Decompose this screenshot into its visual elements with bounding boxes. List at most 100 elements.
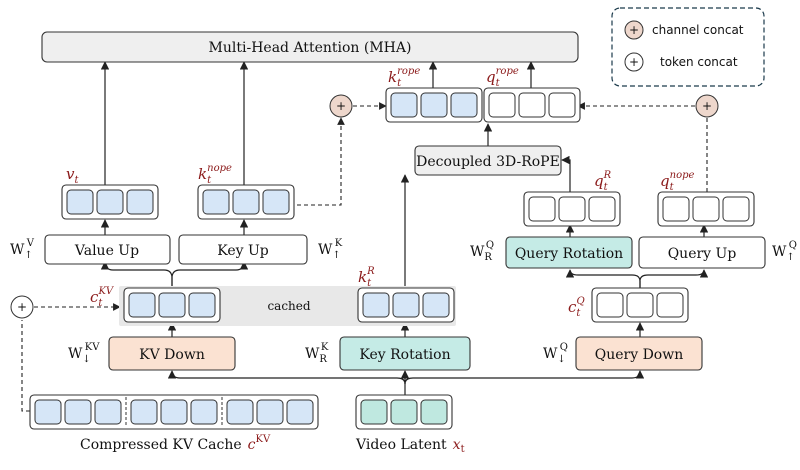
vector-cell [126,189,154,215]
svg-text:W↓Q: W↓Q [543,342,568,365]
key-up-box: Key Up [178,234,308,265]
svg-text:W↑K: W↑K [318,238,343,261]
vector-cell [488,92,516,118]
vector-cell [588,196,616,222]
vector-cell [390,399,418,425]
token-concat-icon-main [10,295,34,319]
key-up-label: Key Up [217,243,269,259]
svg-text:W↑V: W↑V [10,238,35,261]
vector-cell [362,292,390,318]
vector-cell [548,92,576,118]
plus-icon: + [17,300,27,314]
symbol-q-rope: qtrope [486,66,519,89]
fan-left [167,370,406,385]
kv-down-box: KV Down [108,336,236,371]
vector-cell [34,399,62,425]
vector-cell [596,292,624,318]
vector-cell [390,92,418,118]
dash-knope-to-concat [290,117,345,206]
vector-cell [420,92,448,118]
symbol-q-nope: qtnope [660,170,695,193]
symbol-v: vt [66,165,79,186]
channel-concat-left-icon [329,94,353,118]
symbol-k-r: ktR [358,266,375,289]
vector-cell [226,399,254,425]
c-kv-vector [123,287,221,323]
svg-text:W↓KV: W↓KV [68,342,100,365]
query-up-label: Query Up [668,246,737,262]
legend-channel-concat: channel concat [652,23,744,37]
vector-cell [420,399,448,425]
vector-cell [66,189,94,215]
v-vector [61,184,159,220]
arrow-ckv-to-valueup [100,261,173,288]
svg-text:W↑Q: W↑Q [772,240,797,263]
connections [100,61,709,395]
q-r-vector [523,191,621,227]
vector-cell [256,399,284,425]
vector-cell [528,196,556,222]
key-rotation-box: Key Rotation [339,336,471,371]
query-up-box: Query Up [638,236,766,269]
mha-label: Multi-Head Attention (MHA) [209,40,412,56]
svg-text:WRQ: WRQ [470,240,494,263]
q-nope-vector [657,191,755,227]
symbol-c-q: ctQ [568,296,585,319]
k-r-vector [357,287,455,323]
vector-cell [656,292,684,318]
vector-cell [360,399,388,425]
vector-cell [286,399,314,425]
vector-cell [558,196,586,222]
vector-groups [29,87,755,430]
vector-cell [190,399,218,425]
vector-cell [188,292,216,318]
svg-text:WRK: WRK [305,342,329,365]
c-q-vector [591,287,689,323]
symbol-k-rope: ktrope [388,66,420,89]
query-rotation-label: Query Rotation [515,246,623,262]
weight-key-up: W↑K [318,238,343,261]
vector-cell [626,292,654,318]
kv-down-label: KV Down [139,347,205,363]
weight-value-up: W↑V [10,238,35,261]
vector-cell [392,292,420,318]
legend: + channel concat + token concat [611,7,765,87]
value-up-label: Value Up [74,243,139,259]
symbol-c-kv: ctKV [90,286,115,309]
plus-icon: + [336,99,346,113]
vector-cell [518,92,546,118]
query-down-label: Query Down [595,347,683,363]
value-up-box: Value Up [44,234,171,265]
vector-cell [160,399,188,425]
vector-cell [202,189,230,215]
channel-concat-right-icon [695,94,719,118]
key-rotation-label: Key Rotation [359,347,450,363]
query-down-box: Query Down [575,336,703,371]
dash-cache-to-tokenconcat [21,320,30,412]
weight-query-rotation: WRQ [470,240,494,263]
q-rope-vector [483,87,581,123]
vector-cell [422,292,450,318]
fan-right [404,370,645,385]
rope-label: Decoupled 3D-RoPE [416,154,560,170]
vector-cell [262,189,290,215]
vector-cell [662,196,690,222]
vector-cell [722,196,750,222]
vector-cell [158,292,186,318]
cached-label: cached [267,299,310,313]
rope-block: Decoupled 3D-RoPE [414,145,562,176]
vector-cell [64,399,92,425]
legend-token-concat: token concat [660,55,738,69]
token-concat-icon [624,52,644,72]
mha-bar: Multi-Head Attention (MHA) [41,31,579,63]
channel-concat-icon [624,20,644,40]
arrow-ckv-to-keyup [171,261,249,288]
weight-kv-down: W↓KV [68,342,100,365]
vector-cell [232,189,260,215]
plus-icon: + [629,23,639,37]
query-rotation-box: Query Rotation [505,236,633,269]
